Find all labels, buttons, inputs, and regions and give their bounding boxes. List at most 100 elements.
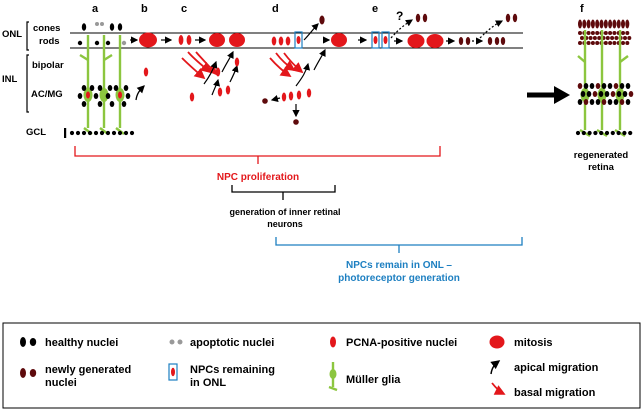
legend-npcs-label-line2: in ONL [190,377,226,389]
regenerated-inl-nucleus [607,83,613,89]
layer-label-bipolar: bipolar [32,60,64,71]
regenerated-rod-nucleus [605,36,610,40]
regenerated-inl-nucleus [622,91,628,97]
panel-a-photoreceptor-nuclei [77,22,127,46]
regenerated-gcl-nucleus [599,130,604,136]
legend-apical-icon [490,360,501,375]
legend-box [2,322,641,409]
regenerated-cone-nucleus [590,19,595,29]
regenerated-gcl-nucleus [587,130,592,136]
regenerated-inl-nucleus [613,83,619,89]
onl-brace [26,21,29,51]
panel-label-c: c [181,3,187,15]
layer-label-inl: INL [2,74,18,85]
legend-newly-icon [20,368,37,378]
regenerated-inl-nucleus [619,99,625,105]
regenerated-gcl-nucleus [628,130,633,136]
regenerated-rod-nucleus [625,31,630,35]
regenerated-label-line1: regenerated [574,150,629,161]
legend-muller-label: Müller glia [346,374,401,386]
regenerated-cone-nucleus [578,19,582,29]
regenerated-inl-nucleus [592,91,598,97]
regenerated-cone-nucleus [616,19,621,29]
npc-box-e1 [371,31,380,49]
regenerated-rod-nucleus [608,41,613,45]
legend-mitosis-icon [489,335,505,349]
legend-newly-label-line1: newly generated [45,364,131,376]
regenerated-inl-nucleus [607,99,613,105]
regenerated-inl-nucleus [589,99,595,105]
regenerated-gcl-nucleus [616,130,621,136]
panel-a-inl-nuclei [77,85,131,107]
panel-label-d: d [272,3,279,15]
legend-newly-label-line2: nuclei [45,377,77,389]
npc-box-d [294,31,303,49]
layer-label-onl: ONL [2,29,22,40]
panel-d-cells [262,15,347,125]
regenerated-inl-nucleus [610,91,616,97]
regenerated-rod-nucleus [627,36,632,40]
regenerated-rod-nucleus [590,31,595,35]
layer-label-gcl: GCL [26,127,46,138]
regenerated-inl-nucleus [625,99,631,105]
regenerated-rod-nucleus [612,31,617,35]
regenerated-rod-nucleus [578,31,582,35]
regenerated-rod-nucleus [592,36,597,40]
legend-basal-icon [491,382,506,395]
regenerated-cone-nucleus [603,19,608,29]
regenerated-rod-nucleus [580,36,584,40]
layer-label-cones: cones [33,23,60,34]
regenerated-cone-nucleus [599,19,604,29]
regenerated-rod-nucleus [588,36,593,40]
regenerated-inl-nucleus [595,99,601,105]
npc-box-e2 [381,31,390,49]
regenerated-rod-nucleus [621,31,625,35]
panel-label-b: b [141,3,148,15]
regenerated-gcl-nucleus [581,130,586,136]
npcs-onl-label-line1: NPCs remain in ONL – [346,260,452,271]
regenerated-cone-nucleus [625,19,630,29]
regenerated-gcl-nucleus [622,130,627,136]
inner-neurons-label-line2: neurons [267,219,303,229]
npc-proliferation-label: NPC proliferation [217,172,299,183]
legend-apoptotic-icon [169,339,183,345]
regenerated-inl-nucleus [616,91,622,97]
regenerated-inl-nucleus [601,83,607,89]
panel-label-a: a [92,3,99,15]
regenerated-inl-nucleus [625,83,631,89]
regenerated-rod-nucleus [612,41,617,45]
regenerated-rod-nucleus [625,41,630,45]
regenerated-cone-nucleus [621,19,625,29]
regenerated-cone-nucleus [586,19,591,29]
legend-healthy-label: healthy nuclei [45,337,118,349]
regenerated-rod-nucleus [586,41,591,45]
legend-apical-label: apical migration [514,362,599,374]
regenerated-inl-nucleus [580,91,586,97]
regenerated-rod-nucleus [595,41,600,45]
legend-mitosis-label: mitosis [514,337,553,349]
regenerated-cone-nucleus [608,19,613,29]
regenerated-inl-nucleus [577,83,583,89]
npc-proliferation-bracket [74,146,441,157]
regenerated-inl-nucleus [628,91,634,97]
regenerated-rod-nucleus [621,41,625,45]
regenerated-inl-nucleus [577,99,583,105]
regenerated-inl-nucleus [583,99,589,105]
legend-npcs-icon [168,363,178,381]
gcl-tick [64,128,67,138]
panel-a-muller-glia [79,35,125,135]
regenerated-rod-nucleus [608,31,613,35]
regenerated-inl-nucleus [601,99,607,105]
npcs-onl-bracket [275,237,523,246]
layer-label-rods: rods [39,36,60,47]
panel-label-e: e [372,3,378,15]
regenerated-gcl-nucleus [610,130,615,136]
panel-e-cells: ? [358,9,518,49]
inl-brace [26,54,29,113]
regenerated-inl-nucleus [586,91,592,97]
regenerated-inl-nucleus [589,83,595,89]
npcs-onl-label-line2: photoreceptor generation [338,273,460,284]
regenerated-rod-nucleus [595,31,600,35]
panel-c-cells [178,33,245,102]
